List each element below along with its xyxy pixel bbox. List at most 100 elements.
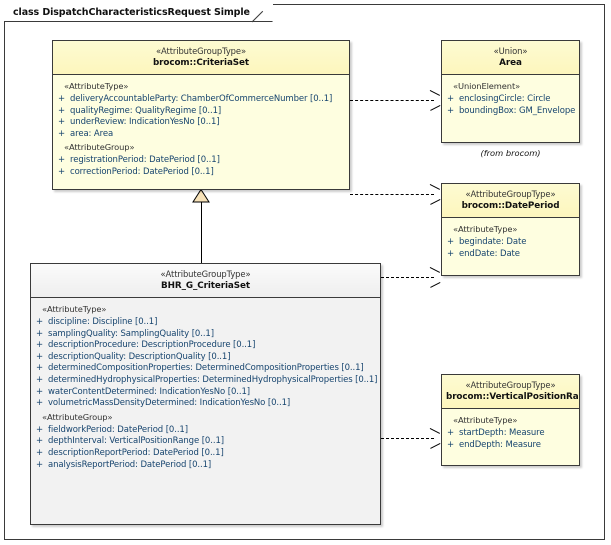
attribute-row: + registrationPeriod: DatePeriod [0..1] <box>53 155 349 167</box>
class-body-dateperiod: «AttributeType» + begindate: Date + endD… <box>442 218 579 265</box>
class-header-dateperiod: «AttributeGroupType» brocom::DatePeriod <box>442 184 579 218</box>
visibility-marker: + <box>446 105 455 116</box>
attribute-group-label: «AttributeType» <box>42 304 107 314</box>
class-box-dateperiod[interactable]: «AttributeGroupType» brocom::DatePeriod … <box>441 183 580 276</box>
attribute-group-label: «AttributeType» <box>453 224 518 234</box>
class-box-bhr-g-criteriaset[interactable]: «AttributeGroupType» BHR_G_CriteriaSet «… <box>30 263 381 525</box>
class-stereotype: «AttributeGroupType» <box>160 269 251 279</box>
connector-bhr-to-dateperiod-arrowhead <box>429 272 440 283</box>
class-stereotype: «AttributeGroupType» <box>465 380 556 390</box>
diagram-frame-label: class DispatchCharacteristicsRequest Sim… <box>4 3 273 23</box>
attribute-group-label: «AttributeType» <box>453 415 518 425</box>
visibility-marker: + <box>57 128 66 139</box>
visibility-marker: + <box>446 428 455 438</box>
attribute-text: determinedCompositionProperties: Determi… <box>48 363 364 374</box>
attribute-row: + depthInterval: VerticalPositionRange [… <box>31 436 380 448</box>
attribute-text: waterContentDetermined: IndicationYesNo … <box>48 386 250 397</box>
visibility-marker: + <box>35 328 44 339</box>
attribute-group-label: «AttributeType» <box>64 81 129 91</box>
attribute-row: + enclosingCircle: Circle <box>442 94 579 106</box>
class-box-verticalpositionrange[interactable]: «AttributeGroupType» brocom::VerticalPos… <box>441 374 580 466</box>
visibility-marker: + <box>35 459 44 470</box>
class-header-verticalpositionrange: «AttributeGroupType» brocom::VerticalPos… <box>442 375 579 409</box>
visibility-marker: + <box>35 424 44 435</box>
class-box-area[interactable]: «Union» Area «UnionElement» + enclosingC… <box>441 40 580 143</box>
visibility-marker: + <box>446 248 455 259</box>
attribute-row: + startDepth: Measure <box>442 428 579 440</box>
visibility-marker: + <box>446 94 455 104</box>
attribute-row: + fieldworkPeriod: DatePeriod [0..1] <box>31 425 380 437</box>
attribute-text: descriptionReportPeriod: DatePeriod [0..… <box>48 447 224 458</box>
connector-generalization-line <box>201 201 202 263</box>
class-body-verticalpositionrange: «AttributeType» + startDepth: Measure + … <box>442 409 579 456</box>
class-name: Area <box>499 58 522 68</box>
class-name: brocom::VerticalPositionRange <box>446 392 579 402</box>
frame-tab-corner-icon <box>251 3 272 23</box>
attribute-text: registrationPeriod: DatePeriod [0..1] <box>70 155 220 166</box>
attribute-group-label: «AttributeGroup» <box>64 142 135 153</box>
attribute-row: + correctionPeriod: DatePeriod [0..1] <box>53 167 349 179</box>
class-stereotype: «AttributeGroupType» <box>465 189 556 199</box>
attribute-row: + samplingQuality: SamplingQuality [0..1… <box>31 329 380 341</box>
attribute-group-label: «UnionElement» <box>453 81 521 91</box>
class-header-bhr-g-criteriaset: «AttributeGroupType» BHR_G_CriteriaSet <box>31 264 380 298</box>
visibility-marker: + <box>35 447 44 458</box>
attribute-text: correctionPeriod: DatePeriod [0..1] <box>70 166 214 177</box>
attribute-row: + descriptionReportPeriod: DatePeriod [0… <box>31 448 380 460</box>
class-name: brocom::CriteriaSet <box>152 58 250 68</box>
attribute-text: boundingBox: GM_Envelope <box>459 105 576 116</box>
attribute-text: analysisReportPeriod: DatePeriod [0..1] <box>48 459 212 470</box>
frame-corner-slash-svg <box>251 3 272 23</box>
connector-bhr-to-vpr-line <box>381 438 434 439</box>
attribute-text: underReview: IndicationYesNo [0..1] <box>70 117 220 128</box>
attribute-text: discipline: Discipline [0..1] <box>48 317 158 327</box>
attribute-text: depthInterval: VerticalPositionRange [0.… <box>48 436 224 447</box>
attribute-row: + qualityRegime: QualityRegime [0..1] <box>53 106 349 118</box>
visibility-marker: + <box>57 117 66 128</box>
visibility-marker: + <box>57 155 66 166</box>
attribute-text: deliveryAccountableParty: ChamberOfComme… <box>70 94 333 104</box>
class-stereotype: «Union» <box>493 46 528 56</box>
visibility-marker: + <box>446 237 455 247</box>
class-body-area: «UnionElement» + enclosingCircle: Circle… <box>442 75 579 122</box>
attribute-row: + boundingBox: GM_Envelope <box>442 106 579 118</box>
visibility-marker: + <box>35 374 44 385</box>
attribute-row: + waterContentDetermined: IndicationYesN… <box>31 387 380 399</box>
attribute-row: + begindate: Date <box>442 237 579 249</box>
class-name: brocom::DatePeriod <box>461 201 560 211</box>
attribute-text: volumetricMassDensityDetermined: Indicat… <box>48 398 291 409</box>
attribute-text: endDepth: Measure <box>459 439 541 450</box>
class-body-criteriaset: «AttributeType» + deliveryAccountablePar… <box>53 75 349 184</box>
visibility-marker: + <box>35 398 44 409</box>
attribute-text: startDepth: Measure <box>459 428 545 438</box>
attribute-text: qualityRegime: QualityRegime [0..1] <box>70 105 222 116</box>
attribute-text: descriptionQuality: DescriptionQuality [… <box>48 351 231 362</box>
visibility-marker: + <box>35 351 44 362</box>
attribute-row: + discipline: Discipline [0..1] <box>31 317 380 329</box>
visibility-marker: + <box>57 105 66 116</box>
visibility-marker: + <box>35 340 44 351</box>
diagram-frame-label-text: class DispatchCharacteristicsRequest Sim… <box>13 7 250 18</box>
attribute-row: + endDate: Date <box>442 249 579 261</box>
attribute-text: samplingQuality: SamplingQuality [0..1] <box>48 328 214 339</box>
attribute-row: + area: Area <box>53 129 349 141</box>
visibility-marker: + <box>57 166 66 177</box>
class-box-criteriaset[interactable]: «AttributeGroupType» brocom::CriteriaSet… <box>52 40 350 190</box>
attribute-row: + endDepth: Measure <box>442 440 579 452</box>
attribute-text: fieldworkPeriod: DatePeriod [0..1] <box>48 424 188 435</box>
connector-criteriaset-to-area-arrowhead <box>429 95 440 106</box>
class-header-criteriaset: «AttributeGroupType» brocom::CriteriaSet <box>53 41 349 75</box>
attribute-row: + volumetricMassDensityDetermined: Indic… <box>31 398 380 410</box>
visibility-marker: + <box>35 386 44 397</box>
visibility-marker: + <box>446 439 455 450</box>
package-origin-note-area: (from brocom) <box>480 148 541 158</box>
attribute-row: + descriptionProcedure: DescriptionProce… <box>31 340 380 352</box>
attribute-text: area: Area <box>70 128 114 139</box>
visibility-marker: + <box>35 317 44 327</box>
connector-bhr-to-dateperiod-line <box>381 277 434 278</box>
class-stereotype: «AttributeGroupType» <box>156 46 246 56</box>
connector-bhr-to-vpr-arrowhead <box>429 433 440 444</box>
attribute-text: endDate: Date <box>459 248 520 259</box>
attribute-row: + underReview: IndicationYesNo [0..1] <box>53 117 349 129</box>
attribute-row: + deliveryAccountableParty: ChamberOfCom… <box>53 94 349 106</box>
